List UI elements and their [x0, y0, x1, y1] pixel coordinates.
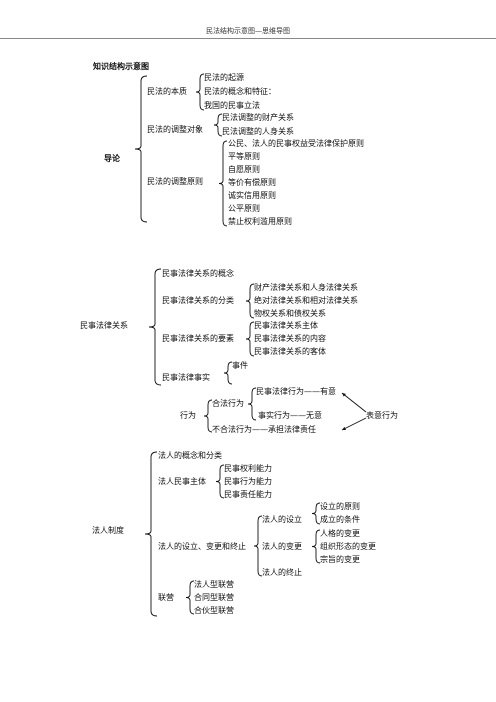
s3-association-item: 合伙型联营: [194, 606, 234, 615]
s2-elements-item: 民事法律关系的客体: [254, 347, 326, 356]
s1-object-item: 民法调整的财产关系: [222, 113, 294, 122]
brace-s3-establish: [311, 502, 321, 525]
brace-s1-object: [213, 113, 223, 137]
s2-lawful-act: 合法行为: [212, 399, 244, 408]
heading: 知识结构示意图: [93, 61, 149, 71]
s2-classification: 民事法律关系的分类: [162, 296, 234, 305]
s3-change-item: 宗旨的变更: [320, 555, 360, 564]
s2-concept: 民事法律关系的概念: [162, 269, 234, 278]
s3-subject-item: 民事权利能力: [224, 464, 272, 473]
brace-s3-subject: [215, 464, 225, 499]
s2-facts: 民事法律事实: [162, 373, 210, 382]
brace-s1-principles: [218, 140, 228, 227]
section3-root: 法人制度: [92, 526, 124, 535]
brace-s1-root: [134, 75, 148, 223]
s2-classification-item: 绝对法律关系和相对法律关系: [254, 296, 358, 305]
s1-principle-item: 等价有偿原则: [228, 178, 276, 187]
s2-elements-item: 民事法律关系主体: [254, 321, 318, 330]
s3-association-item: 法人型联营: [194, 580, 234, 589]
brace-s2-classification: [245, 283, 255, 319]
page-header: 民法结构示意图—思维导图: [206, 27, 290, 35]
brace-s2-lawful: [247, 387, 257, 421]
brace-s2-facts: [223, 361, 233, 385]
arrow-expressive-to-factual-act: [341, 417, 367, 431]
section2-root: 民事法律关系: [80, 321, 128, 330]
arrow-expressive-to-civil-act-head: [342, 393, 346, 397]
brace-s3-association: [185, 580, 195, 615]
s3-change-item: 人格的变更: [320, 529, 360, 538]
s1-principle-item: 自愿原则: [228, 165, 260, 174]
s3-lifecycle: 法人的设立、变更和终止: [158, 542, 246, 551]
s3-subject: 法人民事主体: [158, 477, 206, 486]
s1-object-item: 民法调整的人身关系: [222, 127, 294, 136]
s2-act: 行为: [180, 411, 196, 420]
arrow-expressive-to-factual-act-head: [342, 426, 346, 430]
s3-change: 法人的变更: [262, 542, 302, 551]
s3-establish-item: 成立的条件: [320, 515, 360, 524]
header-divider: [0, 38, 496, 39]
s3-change-item: 组织形态的变更: [320, 542, 376, 551]
s1-principle-item: 诚实信用原则: [228, 191, 276, 200]
s1-principle-item: 公民、法人的民事权益受法律保护原则: [228, 139, 364, 148]
s2-unlawful-act: 不合法行为——承担法律责任: [212, 425, 316, 434]
brace-s2-act: [203, 399, 213, 433]
s2-elements-item: 民事法律关系的内容: [254, 334, 326, 343]
arrow-expressive-to-civil-act: [341, 392, 367, 413]
s2-event: 事件: [232, 361, 248, 370]
s3-subject-item: 民事责任能力: [224, 490, 272, 499]
s3-subject-item: 民事行为能力: [224, 477, 272, 486]
s2-civil-juristic-act: 民事法律行为——有意: [256, 387, 336, 396]
s1-essence-item: 我国的民事立法: [204, 101, 260, 110]
section1-root: 导论: [104, 153, 120, 163]
s3-association: 联营: [158, 593, 174, 602]
brace-s2-elements: [245, 321, 255, 357]
brace-s3-root: [144, 451, 158, 617]
s1-group-principles: 民法的调整原则: [147, 177, 203, 186]
s1-principle-item: 公平原则: [228, 204, 260, 213]
s3-establish-item: 设立的原则: [320, 502, 360, 511]
s2-classification-item: 物权关系和债权关系: [254, 309, 326, 318]
s1-essence-item: 民法的起源: [204, 73, 244, 82]
s1-group-essence: 民法的本质: [147, 87, 187, 96]
brace-s1-essence: [195, 73, 205, 111]
s2-expressive-act: 表意行为: [366, 411, 398, 420]
s2-classification-item: 财产法律关系和人身法律关系: [254, 283, 358, 292]
s1-essence-item: 民法的概念和特征：: [204, 87, 276, 96]
brace-s3-change: [311, 529, 321, 564]
s2-elements: 民事法律关系的要素: [162, 334, 234, 343]
s1-group-object: 民法的调整对象: [147, 125, 203, 134]
s3-concept: 法人的概念和分类: [158, 451, 222, 460]
s1-principle-item: 禁止权利滥用原则: [228, 217, 292, 226]
s3-establish: 法人的设立: [262, 515, 302, 524]
s1-principle-item: 平等原则: [228, 152, 260, 161]
s3-association-item: 合同型联营: [194, 593, 234, 602]
s3-termination: 法人的终止: [262, 568, 302, 577]
s2-factual-act: 事实行为——无意: [258, 411, 322, 420]
brace-s2-root: [148, 268, 162, 386]
brace-s3-lifecycle: [253, 515, 263, 577]
